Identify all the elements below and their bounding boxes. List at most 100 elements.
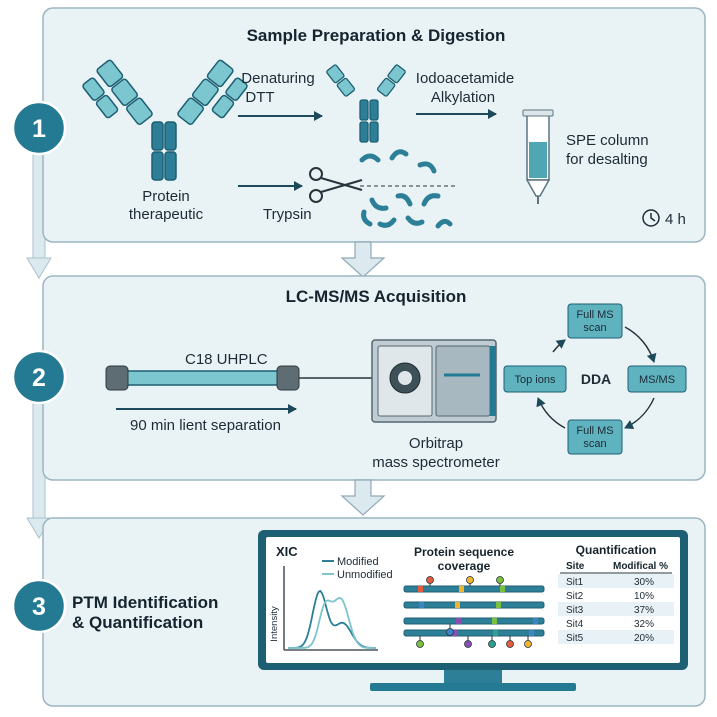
trypsin-label: Trypsin [263, 206, 312, 223]
svg-text:1: 1 [32, 115, 46, 143]
spe-label-2: for desalting [566, 151, 648, 168]
table-row [558, 602, 674, 616]
dda-label: DDA [581, 371, 611, 387]
legend-unmodified: Unmodified [337, 569, 393, 581]
ptm-site-marker [464, 640, 472, 648]
sequence-bar [403, 629, 545, 637]
svg-text:scan: scan [583, 438, 606, 450]
quant-value-cell: 37% [634, 605, 654, 616]
modification-mark [496, 602, 501, 608]
sequence-bar [403, 601, 545, 609]
protein-label: Protein [142, 188, 190, 205]
panel-lcms-acquisition: LC-MS/MS Acquisition C18 UHPLC 90 min li… [11, 275, 706, 481]
quant-site-cell: Sit4 [566, 619, 584, 630]
modification-mark [459, 586, 464, 592]
quant-value-cell: 10% [634, 591, 654, 602]
quant-site-cell: Sit2 [566, 591, 584, 602]
modification-mark [456, 618, 461, 624]
ptm-site-marker [506, 640, 514, 648]
xic-title: XIC [276, 544, 298, 559]
ms-label-2: mass spectrometer [372, 454, 500, 471]
dtt-label: DTT [245, 89, 274, 106]
flow-arrow-2 [340, 479, 386, 516]
ptm-site-marker [416, 640, 424, 648]
alkylation-label: Alkylation [431, 89, 495, 106]
ptm-site-marker [524, 640, 532, 648]
scissors-icon [309, 167, 363, 203]
step-badge-3: 3 [11, 578, 67, 634]
cycle-full-ms-top [567, 303, 623, 339]
separation-label: 90 min lient separation [130, 417, 281, 434]
ptm-site-marker [426, 576, 434, 584]
xic-ylabel: Intensity [269, 606, 280, 642]
panel-title: LC-MS/MS Acquisition [286, 287, 467, 306]
modification-mark [419, 602, 424, 608]
ptm-site-marker [488, 640, 496, 648]
ptm-site-marker [446, 628, 454, 636]
cycle-full-ms-bottom [567, 419, 623, 455]
quantification-table: Quantification Site Modifical % Sit1 30% S… [558, 543, 674, 644]
table-row [558, 574, 674, 588]
quant-title: Quantification [576, 543, 657, 557]
table-row [558, 588, 674, 602]
modification-mark [418, 586, 423, 592]
spe-column-icon [522, 109, 554, 204]
ms-label: Orbitrap [409, 435, 463, 452]
ptm-site-marker [496, 576, 504, 584]
panel-ptm-quantification: PTM Identification & Quantification XIC … [11, 517, 706, 707]
quant-value-cell: 32% [634, 619, 654, 630]
xic-chart: XIC Intensity Modified Unmodified [269, 544, 393, 651]
modification-mark [493, 630, 498, 636]
dda-cycle: Full MS scan MS/MS Full MS scan Top ions… [503, 303, 687, 455]
quant-site-cell: Sit3 [566, 605, 584, 616]
svg-text:2: 2 [32, 364, 46, 392]
cycle-msms [627, 365, 687, 393]
modification-mark [529, 630, 534, 636]
panel-title-2: & Quantification [72, 613, 203, 632]
sequence-coverage: Protein sequence coverage [403, 545, 545, 648]
modification-mark [500, 586, 505, 592]
vertical-flow-connector [26, 149, 52, 539]
table-row [558, 630, 674, 644]
sequence-bar [403, 585, 545, 593]
quant-value-cell: 30% [634, 577, 654, 588]
svg-text:MS/MS: MS/MS [639, 374, 675, 386]
column-label: C18 UHPLC [185, 351, 268, 368]
coverage-title-2: coverage [438, 559, 491, 573]
step-badge-1: 1 [11, 100, 67, 156]
svg-text:Full MS: Full MS [576, 425, 613, 437]
modification-mark [452, 630, 457, 636]
mass-spectrometer-icon [371, 339, 497, 423]
cycle-top-ions [503, 365, 567, 393]
svg-text:Top ions: Top ions [515, 374, 556, 386]
modification-mark [492, 618, 497, 624]
flow-arrow-1 [340, 241, 386, 278]
sequence-bar [403, 617, 545, 625]
svg-text:Full MS: Full MS [576, 309, 613, 321]
peptide-fragments-icon [359, 149, 453, 229]
coverage-title: Protein sequence [414, 545, 514, 559]
quant-site-cell: Sit1 [566, 577, 584, 588]
spe-label: SPE column [566, 132, 649, 149]
panel-sample-preparation: Sample Preparation & Digestion [11, 7, 706, 243]
ptm-site-marker [466, 576, 474, 584]
antibody-icon [82, 59, 248, 181]
xic-series-unmodified [288, 596, 376, 649]
clock-icon [642, 209, 660, 227]
modification-mark [455, 602, 460, 608]
denaturing-label: Denaturing [241, 70, 314, 87]
protein-label-2: therapeutic [129, 206, 204, 223]
panel-title: PTM Identification [72, 593, 218, 612]
iodoacetamide-label: Iodoacetamide [416, 70, 514, 87]
modification-mark [533, 618, 538, 624]
duration-label: 4 h [665, 211, 686, 228]
quant-header-value: Modifical % [613, 561, 668, 572]
quant-header-site: Site [566, 561, 585, 572]
panel-title: Sample Preparation & Digestion [247, 26, 506, 45]
quant-value-cell: 20% [634, 633, 654, 644]
step-badge-2: 2 [11, 349, 67, 405]
svg-text:scan: scan [583, 322, 606, 334]
table-row [558, 616, 674, 630]
legend-modified: Modified [337, 556, 379, 568]
